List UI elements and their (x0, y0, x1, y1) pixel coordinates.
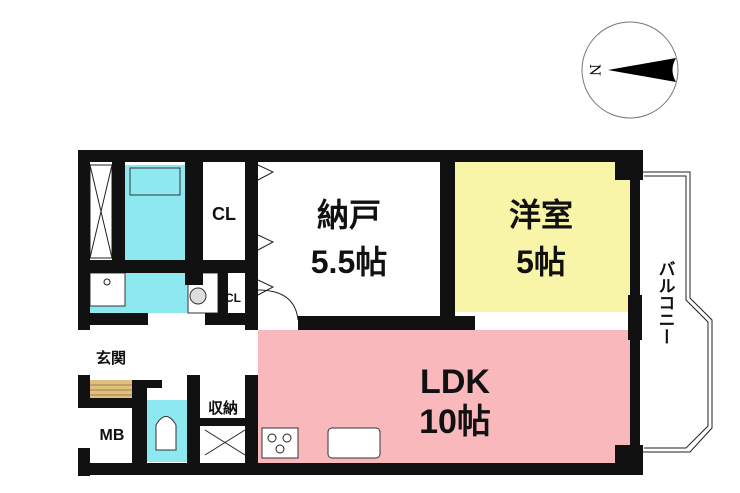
meter-box-label: MB (100, 427, 125, 444)
closet-large-label: CL (212, 204, 236, 224)
toilet-icon (155, 416, 177, 451)
storage-room-floor (258, 160, 440, 318)
storage-room-size: 5.5帖 (311, 244, 388, 280)
compass: N (581, 21, 679, 119)
ldk-size: 10帖 (419, 403, 491, 441)
balcony-inner (644, 175, 709, 449)
ldk-floor (258, 330, 630, 463)
north-arrow-icon (608, 58, 676, 82)
entrance-label: 玄関 (96, 349, 126, 367)
step-lines (90, 384, 132, 396)
walls (78, 150, 643, 476)
pantry-cross (204, 429, 246, 456)
western-room-floor (455, 160, 630, 312)
balcony-outline (640, 171, 713, 453)
burner-icon (282, 433, 292, 443)
door-swing (257, 289, 299, 321)
western-room-label: 洋室 (509, 197, 573, 233)
burner-icon (267, 433, 277, 443)
north-label: N (586, 64, 602, 76)
shoe-closet-cross (89, 164, 113, 259)
drain-icon (103, 278, 111, 286)
burner-icon (275, 444, 285, 454)
western-room-size: 5帖 (516, 244, 566, 280)
kitchen-sink (327, 427, 381, 459)
storage-label: 収納 (208, 399, 238, 417)
ldk-label: LDK (420, 363, 490, 401)
sink-basin-icon (189, 287, 207, 305)
storage-room-label: 納戸 (317, 197, 381, 233)
balcony-label: バルコニー (656, 260, 676, 345)
washing-machine-space (89, 272, 126, 307)
bathtub (129, 167, 181, 196)
closet-doors (257, 164, 275, 296)
closet-small-label: CL (225, 291, 241, 305)
